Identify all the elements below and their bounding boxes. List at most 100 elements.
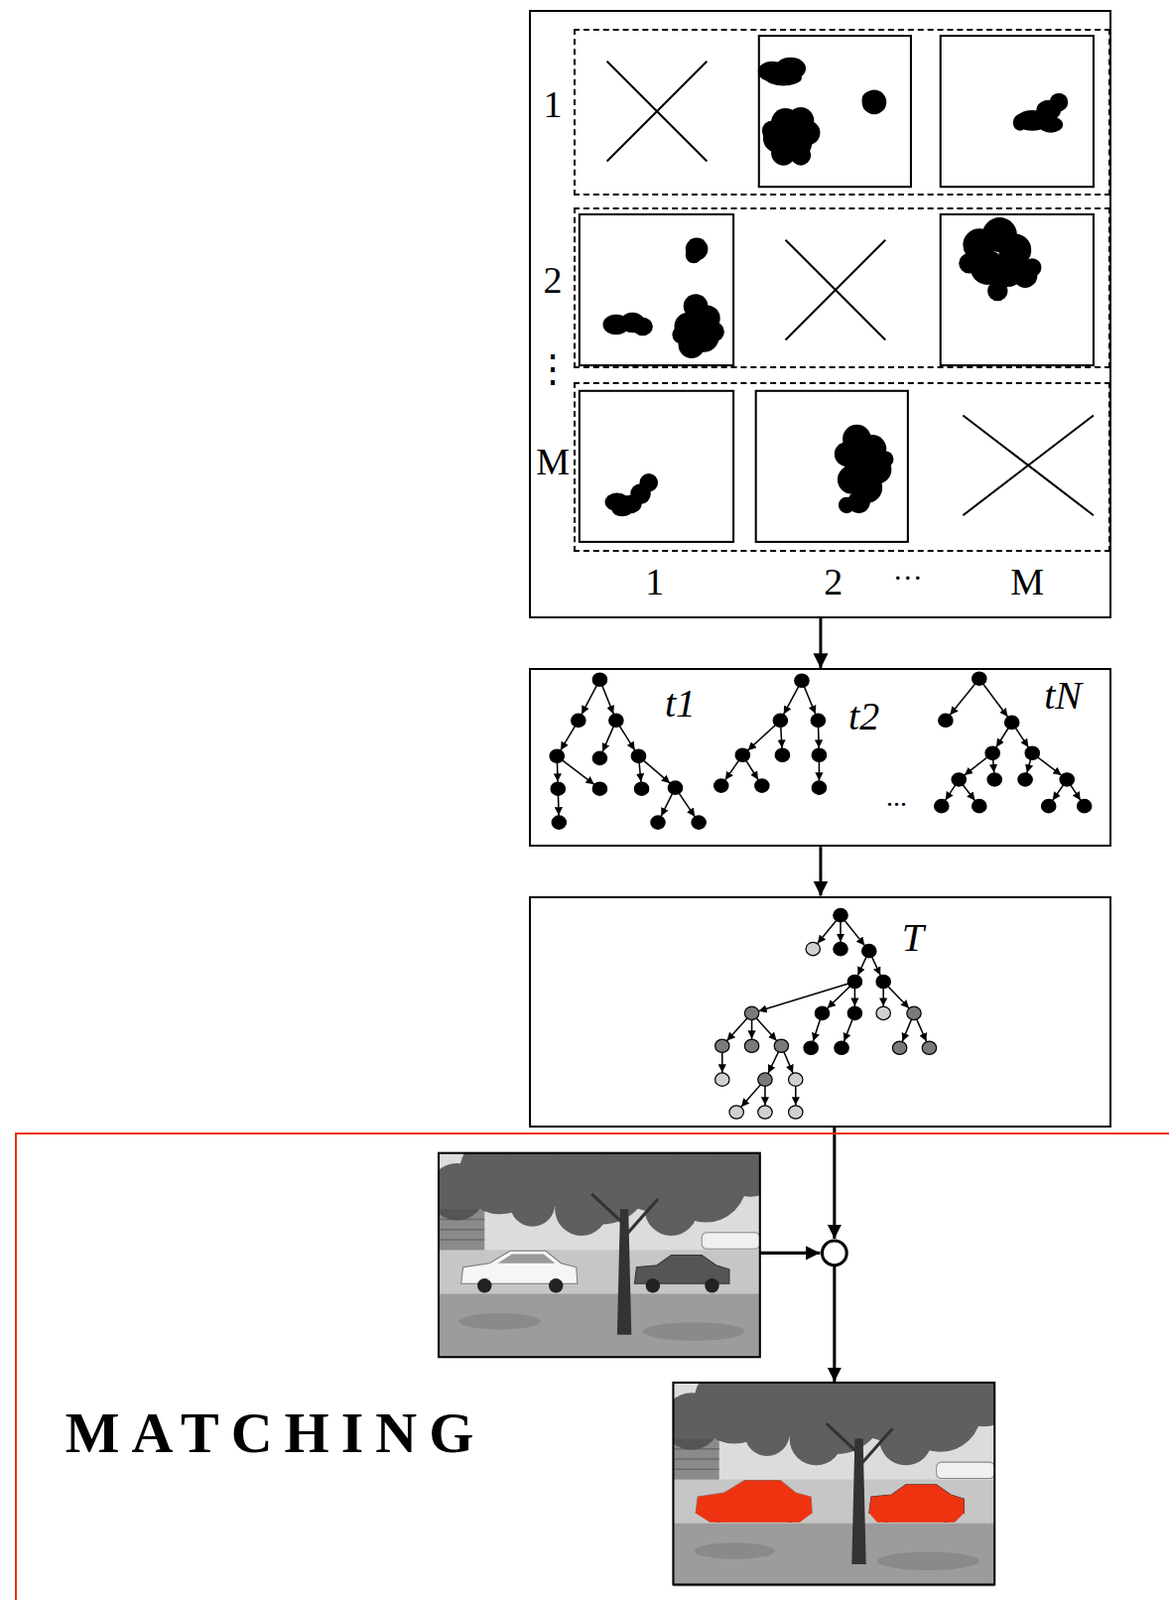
blob-shape: [632, 317, 653, 337]
output-photo: [853, 1480, 864, 1526]
blob-shape: [703, 321, 725, 343]
blob-shape: [640, 473, 659, 493]
tree-node: [814, 1006, 829, 1020]
tree-node-light: [729, 1105, 744, 1119]
row-number: 2: [543, 260, 563, 299]
blob-shape: [1049, 93, 1069, 113]
tree-node: [691, 815, 706, 829]
output-photo: [662, 1344, 1021, 1587]
tree-node: [803, 1040, 818, 1054]
tree-node-grey: [892, 1040, 907, 1054]
tree-node: [1076, 798, 1091, 812]
flow-arrow: [818, 618, 822, 668]
output-photo: [662, 1344, 1021, 1587]
tree-node: [938, 713, 953, 727]
column-number: M: [1010, 562, 1044, 601]
blob-shape: [603, 57, 1069, 518]
tree-node: [985, 746, 1000, 760]
tree-label: tN: [1043, 675, 1082, 716]
tree-node-grey: [715, 1039, 730, 1052]
ellipsis-mark: ···: [893, 562, 923, 593]
row-group: 2: [573, 207, 1112, 369]
tree-node-light: [715, 941, 892, 1119]
tree-node: [951, 773, 966, 786]
tree-node: [650, 815, 665, 829]
tree-edge: [752, 981, 856, 1014]
tree-node: [934, 798, 949, 812]
tree-node: [775, 748, 789, 762]
tree-label: t1: [664, 683, 696, 724]
blob-shape: [671, 325, 691, 345]
matrix-cell-frames: [579, 214, 734, 366]
tree-node: [549, 749, 564, 763]
blob-shape: [877, 450, 894, 467]
flow-arrow: [818, 846, 822, 896]
tree-label: T: [902, 917, 924, 958]
blob-shape: [795, 120, 821, 145]
tree-node: [1059, 773, 1074, 786]
row-number: M: [535, 442, 570, 481]
tree-node-light: [876, 1006, 891, 1020]
matrix-cell-frames: [756, 390, 909, 542]
matrix-cell-frames: [940, 35, 1094, 187]
section-title: MATCHING: [65, 1404, 487, 1462]
output-photo: [672, 1382, 995, 1585]
tree-node: [811, 748, 826, 762]
ellipsis-mark: ...: [886, 782, 908, 811]
matching-arrow: [832, 1127, 836, 1239]
blob-shape: [987, 280, 1009, 302]
matrix-cell-frames: [579, 390, 734, 542]
column-number: 2: [823, 562, 843, 601]
tree-node-light: [715, 1072, 730, 1086]
tree-node-grey: [907, 1006, 921, 1020]
row-number: 1: [543, 85, 563, 124]
tree-node: [1005, 715, 1020, 729]
tree-node: [551, 815, 566, 829]
blob-shape: [1023, 258, 1042, 277]
tree-node: [876, 974, 891, 988]
tree-node: [987, 773, 1002, 786]
tree-node: [631, 749, 646, 763]
ellipsis-mark: ⋮: [533, 350, 572, 389]
tree-node: [592, 781, 607, 795]
blob-shape: [765, 69, 802, 86]
tree-node-light: [805, 941, 820, 955]
blob-shape: [790, 144, 812, 166]
tree-node: [773, 713, 787, 727]
matrix-cell-frames: [579, 35, 1094, 542]
row-group: 1: [573, 28, 1112, 197]
matching-arrow: [832, 1266, 836, 1382]
tree-node: [833, 908, 848, 921]
tree-label: t2: [848, 696, 880, 737]
tree-node-grey: [758, 1072, 773, 1086]
blob-shape: [958, 253, 980, 274]
tree-edge: [742, 720, 780, 756]
tree-node: [634, 781, 649, 795]
tree-panel: t1 t2... tN: [528, 667, 1112, 847]
tree-edge: [945, 678, 980, 721]
tree-node: [592, 751, 607, 765]
matching-region: MATCHING: [14, 1132, 1169, 1600]
matrix-cell-frames: [759, 35, 911, 187]
input-photo: [428, 1115, 786, 1358]
tree-node-grey: [744, 1006, 759, 1020]
tree-node: [735, 748, 750, 762]
row-group: M: [573, 382, 1112, 552]
tree-node: [847, 1006, 862, 1020]
tree-edge: [979, 678, 1013, 723]
combine-circle: [822, 1240, 848, 1266]
diagonal-cross: [785, 240, 887, 341]
tree-node: [810, 713, 825, 727]
tree-node-light: [788, 1072, 803, 1086]
tree-node: [811, 780, 826, 794]
tree-node: [714, 779, 729, 792]
output-photo: [695, 1480, 812, 1523]
diagonal-cross: [962, 414, 1094, 516]
tree-node: [1018, 773, 1033, 786]
blob-shape: [685, 247, 702, 263]
tree-node: [755, 779, 770, 792]
blob-shape: [1013, 114, 1028, 130]
blob-shape: [762, 120, 783, 141]
